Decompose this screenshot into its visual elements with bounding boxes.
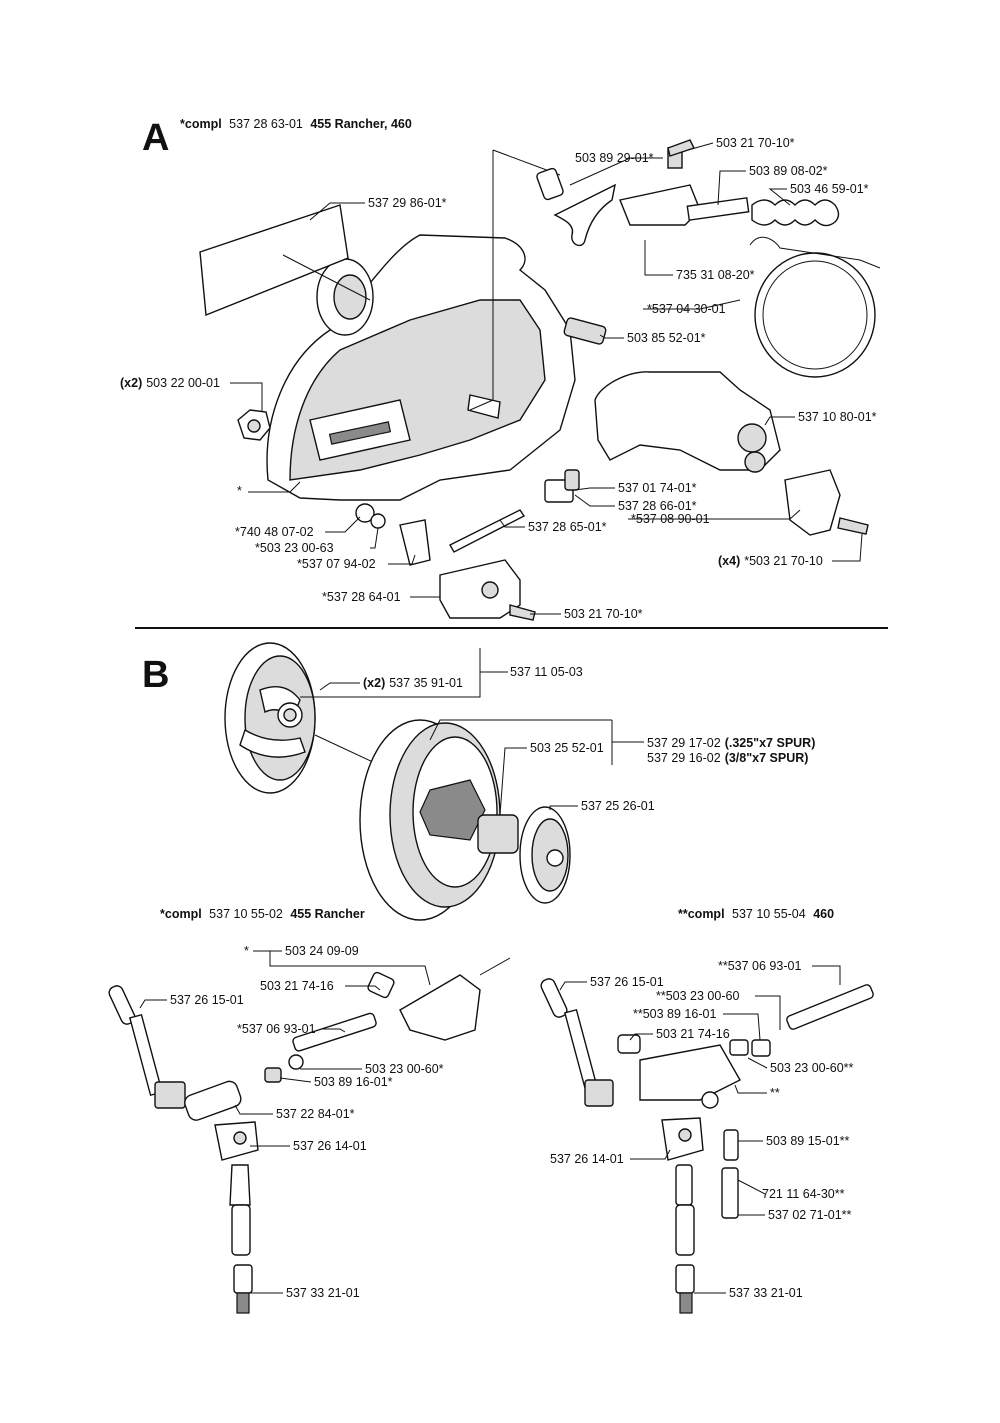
needle-bearing (477, 814, 519, 854)
tensioner-block (439, 559, 521, 619)
section-b-labels: (x2)537 35 91-01 537 11 05-03 503 25 52-… (363, 665, 815, 813)
right-sub-leader-lines (559, 965, 841, 1294)
label-a-p4: 503 46 59-01* (790, 182, 869, 196)
label-b1: (x2)537 35 91-01 (363, 676, 463, 690)
section-a-leader-lines (230, 142, 863, 615)
label-a-p21: 503 21 70-10* (564, 607, 643, 621)
label-b3: 503 25 52-01 (530, 741, 604, 755)
section-b-letter: B (142, 654, 169, 696)
label-a-p17: 537 28 65-01* (528, 520, 607, 534)
section-a-title-prefix: *compl (180, 117, 222, 131)
label-r10: 721 11 64-30** (762, 1187, 845, 1201)
section-a-letter: A (142, 117, 169, 159)
label-a-p18: *537 07 94-02 (297, 557, 376, 571)
label-r9: 537 26 14-01 (550, 1152, 624, 1166)
leader-guide-line (469, 150, 494, 411)
right-sub-title: **compl 537 10 55-04 460 (678, 907, 834, 921)
label-a-p12: 537 28 66-01* (618, 499, 697, 513)
label-l1: * (244, 944, 249, 958)
cover-bracket (784, 469, 841, 536)
left-sub-labels: * 503 24 09-09 503 21 74-16 537 26 15-01… (170, 944, 444, 1300)
label-a-p5: 537 29 86-01* (368, 196, 447, 210)
label-r8: 503 89 15-01** (766, 1134, 850, 1148)
label-a-p3: 503 89 08-02* (749, 164, 828, 178)
label-l4: 537 26 15-01 (170, 993, 244, 1007)
clutch-drum-illustration (359, 719, 501, 921)
label-b5: 537 29 16-02(3/8"x7 SPUR) (647, 751, 808, 765)
right-choke-illustration (540, 978, 874, 1314)
label-a-p14: * (237, 484, 242, 498)
label-r4: **503 89 16-01 (633, 1007, 716, 1021)
label-a-p8: 503 85 52-01* (627, 331, 706, 345)
label-a-p10: 537 10 80-01* (798, 410, 877, 424)
section-a-labels: 503 21 70-10* 503 89 29-01* 503 89 08-02… (120, 136, 877, 621)
label-l6: 503 23 00-60* (365, 1062, 444, 1076)
label-l7: 503 89 16-01* (314, 1075, 393, 1089)
brake-mechanism-illustration (536, 147, 840, 247)
label-l10: 537 33 21-01 (286, 1286, 360, 1300)
left-sub-leader-lines (139, 950, 431, 1294)
label-r11: 537 02 71-01** (768, 1208, 852, 1222)
clutch-shoes-illustration (224, 642, 316, 794)
label-l5: *537 06 93-01 (237, 1022, 316, 1036)
label-a-p15: *740 48 07-02 (235, 525, 314, 539)
label-r7: ** (770, 1086, 780, 1100)
label-r12: 537 33 21-01 (729, 1286, 803, 1300)
label-r5: 503 21 74-16 (656, 1027, 730, 1041)
section-b-leader-lines (300, 648, 644, 816)
label-l8: 537 22 84-01* (276, 1107, 355, 1121)
label-a-p1: 503 21 70-10* (716, 136, 795, 150)
label-b6: 537 25 26-01 (581, 799, 655, 813)
label-a-p11: 537 01 74-01* (618, 481, 697, 495)
spur-sprocket-illustration (519, 806, 571, 904)
label-l9: 537 26 14-01 (293, 1139, 367, 1153)
label-a-p6: 735 31 08-20* (676, 268, 755, 282)
label-a-p9: (x2)503 22 00-01 (120, 376, 220, 390)
tensioner-spring (449, 509, 526, 553)
label-a-p16: *503 23 00-63 (255, 541, 334, 555)
clutch-cover-illustration (266, 234, 576, 501)
label-a-p2: 503 89 29-01* (575, 151, 654, 165)
label-r3: **503 23 00-60 (656, 989, 739, 1003)
label-r1: **537 06 93-01 (718, 959, 801, 973)
right-sub-labels: **537 06 93-01 537 26 15-01 **503 23 00-… (550, 959, 854, 1300)
chain-guard-plate (199, 204, 349, 316)
label-a-p19: (x4)*503 21 70-10 (718, 554, 823, 568)
left-choke-illustration (108, 957, 511, 1314)
brake-cover (594, 371, 781, 471)
label-l2: 503 24 09-09 (285, 944, 359, 958)
label-r2: 537 26 15-01 (590, 975, 664, 989)
brake-band (754, 252, 876, 378)
label-r6: 503 23 00-60** (770, 1061, 854, 1075)
label-a-p20: *537 28 64-01 (322, 590, 401, 604)
label-l3: 503 21 74-16 (260, 979, 334, 993)
label-b4: 537 29 17-02(.325"x7 SPUR) (647, 736, 815, 750)
section-a-title-models: 455 Rancher, 460 (310, 117, 412, 131)
section-a-title-number: 537 28 63-01 (229, 117, 303, 131)
label-b2: 537 11 05-03 (510, 665, 583, 679)
left-sub-title: *compl 537 10 55-02 455 Rancher (160, 907, 365, 921)
section-a-title: *compl 537 28 63-01 455 Rancher, 460 (180, 117, 412, 131)
